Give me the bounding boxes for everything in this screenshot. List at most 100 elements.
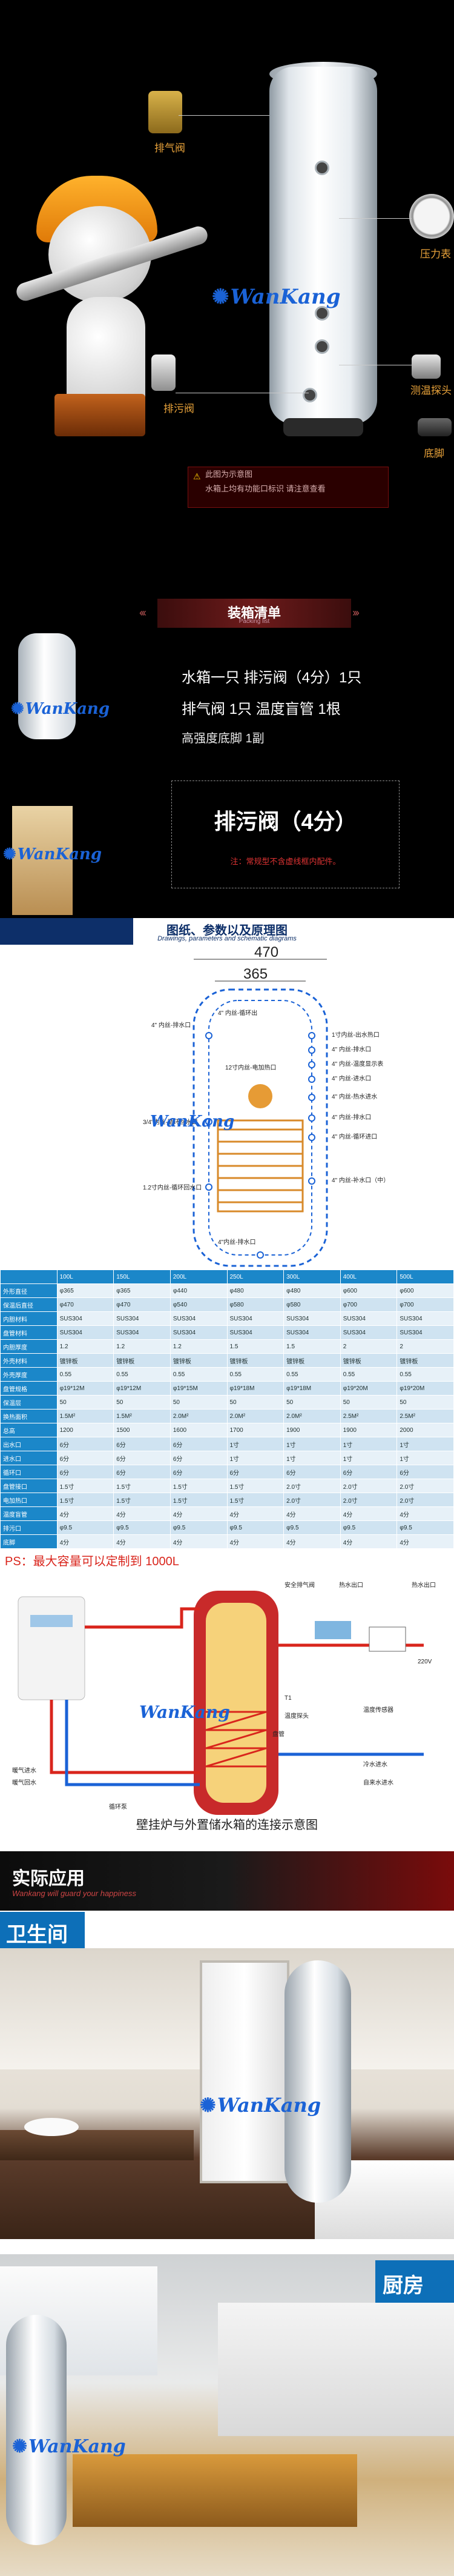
port-label: 1.2寸内丝-循环回水口 — [143, 1183, 202, 1191]
conn-label: 自来水进水 — [363, 1779, 393, 1786]
bathroom-photo: ✺WanKang — [0, 1948, 454, 2239]
spec-cell: 1600 — [169, 1423, 228, 1437]
port-label: 4" 内丝-循环进口 — [332, 1133, 377, 1140]
spec-cell: 2.0寸 — [340, 1493, 398, 1507]
conn-label: 暖气回水 — [12, 1779, 36, 1786]
vanity-counter — [0, 2130, 194, 2160]
boiler-image — [18, 1596, 85, 1700]
spec-header-cell: 100L — [56, 1270, 114, 1284]
spec-row-label: 底脚 — [0, 1534, 58, 1549]
hero-section: 排气阀 压力表 排污阀 测温探头 底脚 ✺WanKang ⚠ 此图为示意图 水箱… — [0, 0, 454, 942]
conn-label: 盘管 — [272, 1730, 285, 1738]
spec-cell: 4分 — [396, 1534, 454, 1549]
spec-cell: 2 — [396, 1339, 454, 1354]
spec-cell: 1.2 — [113, 1339, 171, 1354]
spec-cell: 6分 — [56, 1465, 114, 1479]
spec-cell: 2.0寸 — [283, 1493, 341, 1507]
spec-cell: 1700 — [226, 1423, 285, 1437]
warning-icon: ⚠ — [193, 471, 201, 481]
packing-subtitle: Packing list — [239, 618, 270, 625]
spec-cell: SUS304 — [113, 1311, 171, 1326]
spec-cell: 0.55 — [396, 1367, 454, 1382]
spec-header-cell: 500L — [396, 1270, 454, 1284]
drain-valve-note: 注：常规型不含虚线框内配件。 — [230, 857, 341, 866]
application-subtitle: Wankang will guard your happiness — [12, 1889, 136, 1898]
spec-cell: 1200 — [56, 1423, 114, 1437]
application-title: 实际应用 — [12, 1869, 85, 1889]
spec-cell: 1.5 — [283, 1339, 341, 1354]
outlet-image — [369, 1626, 406, 1652]
base-label: 底脚 — [424, 448, 444, 459]
spec-cell: 6分 — [113, 1437, 171, 1451]
spec-cell: 2 — [340, 1339, 398, 1354]
drawings-subtitle: Drawings, parameters and schematic diagr… — [157, 935, 297, 942]
logo-swirl-icon: ✺ — [200, 2094, 216, 2117]
spec-cell: φ9.5 — [283, 1520, 341, 1535]
spec-cell: φ580 — [283, 1297, 341, 1312]
spec-row-label: 总高 — [0, 1423, 58, 1437]
spec-cell: 2.5M² — [340, 1409, 398, 1423]
spec-header-cell: 400L — [340, 1270, 398, 1284]
spec-cell: 0.55 — [56, 1367, 114, 1382]
spec-cell: 1寸 — [340, 1451, 398, 1465]
application-banner: 实际应用 Wankang will guard your happiness — [0, 1851, 454, 1911]
drain-valve-title: 排污阀（4分） — [214, 809, 357, 834]
spec-row-label: 排污口 — [0, 1520, 58, 1535]
kitchen-label: 厨房 — [383, 2274, 424, 2297]
drain-valve-box: 排污阀（4分） 注：常规型不含虚线框内配件。 — [171, 780, 400, 888]
spec-cell: 4分 — [169, 1534, 228, 1549]
spec-cell: 镀锌板 — [340, 1353, 398, 1368]
port-label: 1寸内丝-出水热口 — [332, 1031, 380, 1039]
spec-cell: φ365 — [56, 1283, 114, 1298]
spec-row: 外壳材料镀锌板镀锌板镀锌板镀锌板镀锌板镀锌板镀锌板 — [0, 1353, 454, 1368]
spec-cell: 1.5寸 — [56, 1479, 114, 1493]
drawings-title: 图纸、参数以及原理图 — [166, 924, 288, 937]
kitchen-island — [73, 2454, 357, 2527]
conn-label: 冷水进水 — [363, 1760, 387, 1768]
conn-label: 温度探头 — [285, 1712, 309, 1720]
port-label: 4" 内丝-排水口 — [332, 1113, 371, 1121]
spec-row-label: 盘管规格 — [0, 1381, 58, 1396]
spec-cell: SUS304 — [283, 1311, 341, 1326]
spec-cell: 镀锌板 — [396, 1353, 454, 1368]
port-label: 4" 内丝-循环出 — [218, 1009, 257, 1017]
port-label: 12寸内丝-电加热口 — [225, 1063, 276, 1071]
spec-header-cell: 250L — [226, 1270, 285, 1284]
spec-header-cell: 200L — [169, 1270, 228, 1284]
brand-logo: ✺WanKang — [12, 2436, 126, 2457]
spec-cell: 50 — [396, 1395, 454, 1409]
spec-cell: 1.5寸 — [226, 1479, 285, 1493]
spec-row-label: 盘管材料 — [0, 1325, 58, 1340]
spec-cell: 2.5M² — [396, 1409, 454, 1423]
port-label: 4" 内丝-排水口 — [151, 1021, 191, 1029]
spec-cell: 4分 — [113, 1534, 171, 1549]
spec-cell: φ440 — [169, 1283, 228, 1298]
kitchen-cabinets — [218, 2303, 454, 2436]
spec-cell: 6分 — [169, 1451, 228, 1465]
spec-cell: 2.0寸 — [283, 1479, 341, 1493]
spec-cell: φ19*12M — [56, 1381, 114, 1396]
spec-row-label: 外形直径 — [0, 1283, 58, 1298]
spec-cell: φ19*20M — [396, 1381, 454, 1396]
connection-labels: 安全排气阀 热水出口 热水出口 温度探头 冷水进水 盘管 暖气进水 暖气回水 自… — [12, 1581, 436, 1811]
spec-row-label: 电加热口 — [0, 1493, 58, 1507]
spec-cell: SUS304 — [226, 1325, 285, 1340]
spec-cell: 1.5寸 — [169, 1493, 228, 1507]
spec-cell: 镀锌板 — [169, 1353, 228, 1368]
spec-cell: 0.55 — [113, 1367, 171, 1382]
spec-cell: 4分 — [283, 1534, 341, 1549]
conn-label: 安全排气阀 — [285, 1581, 315, 1589]
conn-label: 温度传感器 — [363, 1706, 393, 1714]
spec-cell: SUS304 — [396, 1311, 454, 1326]
spec-cell: 1.5M² — [56, 1409, 114, 1423]
spec-cell: SUS304 — [340, 1325, 398, 1340]
